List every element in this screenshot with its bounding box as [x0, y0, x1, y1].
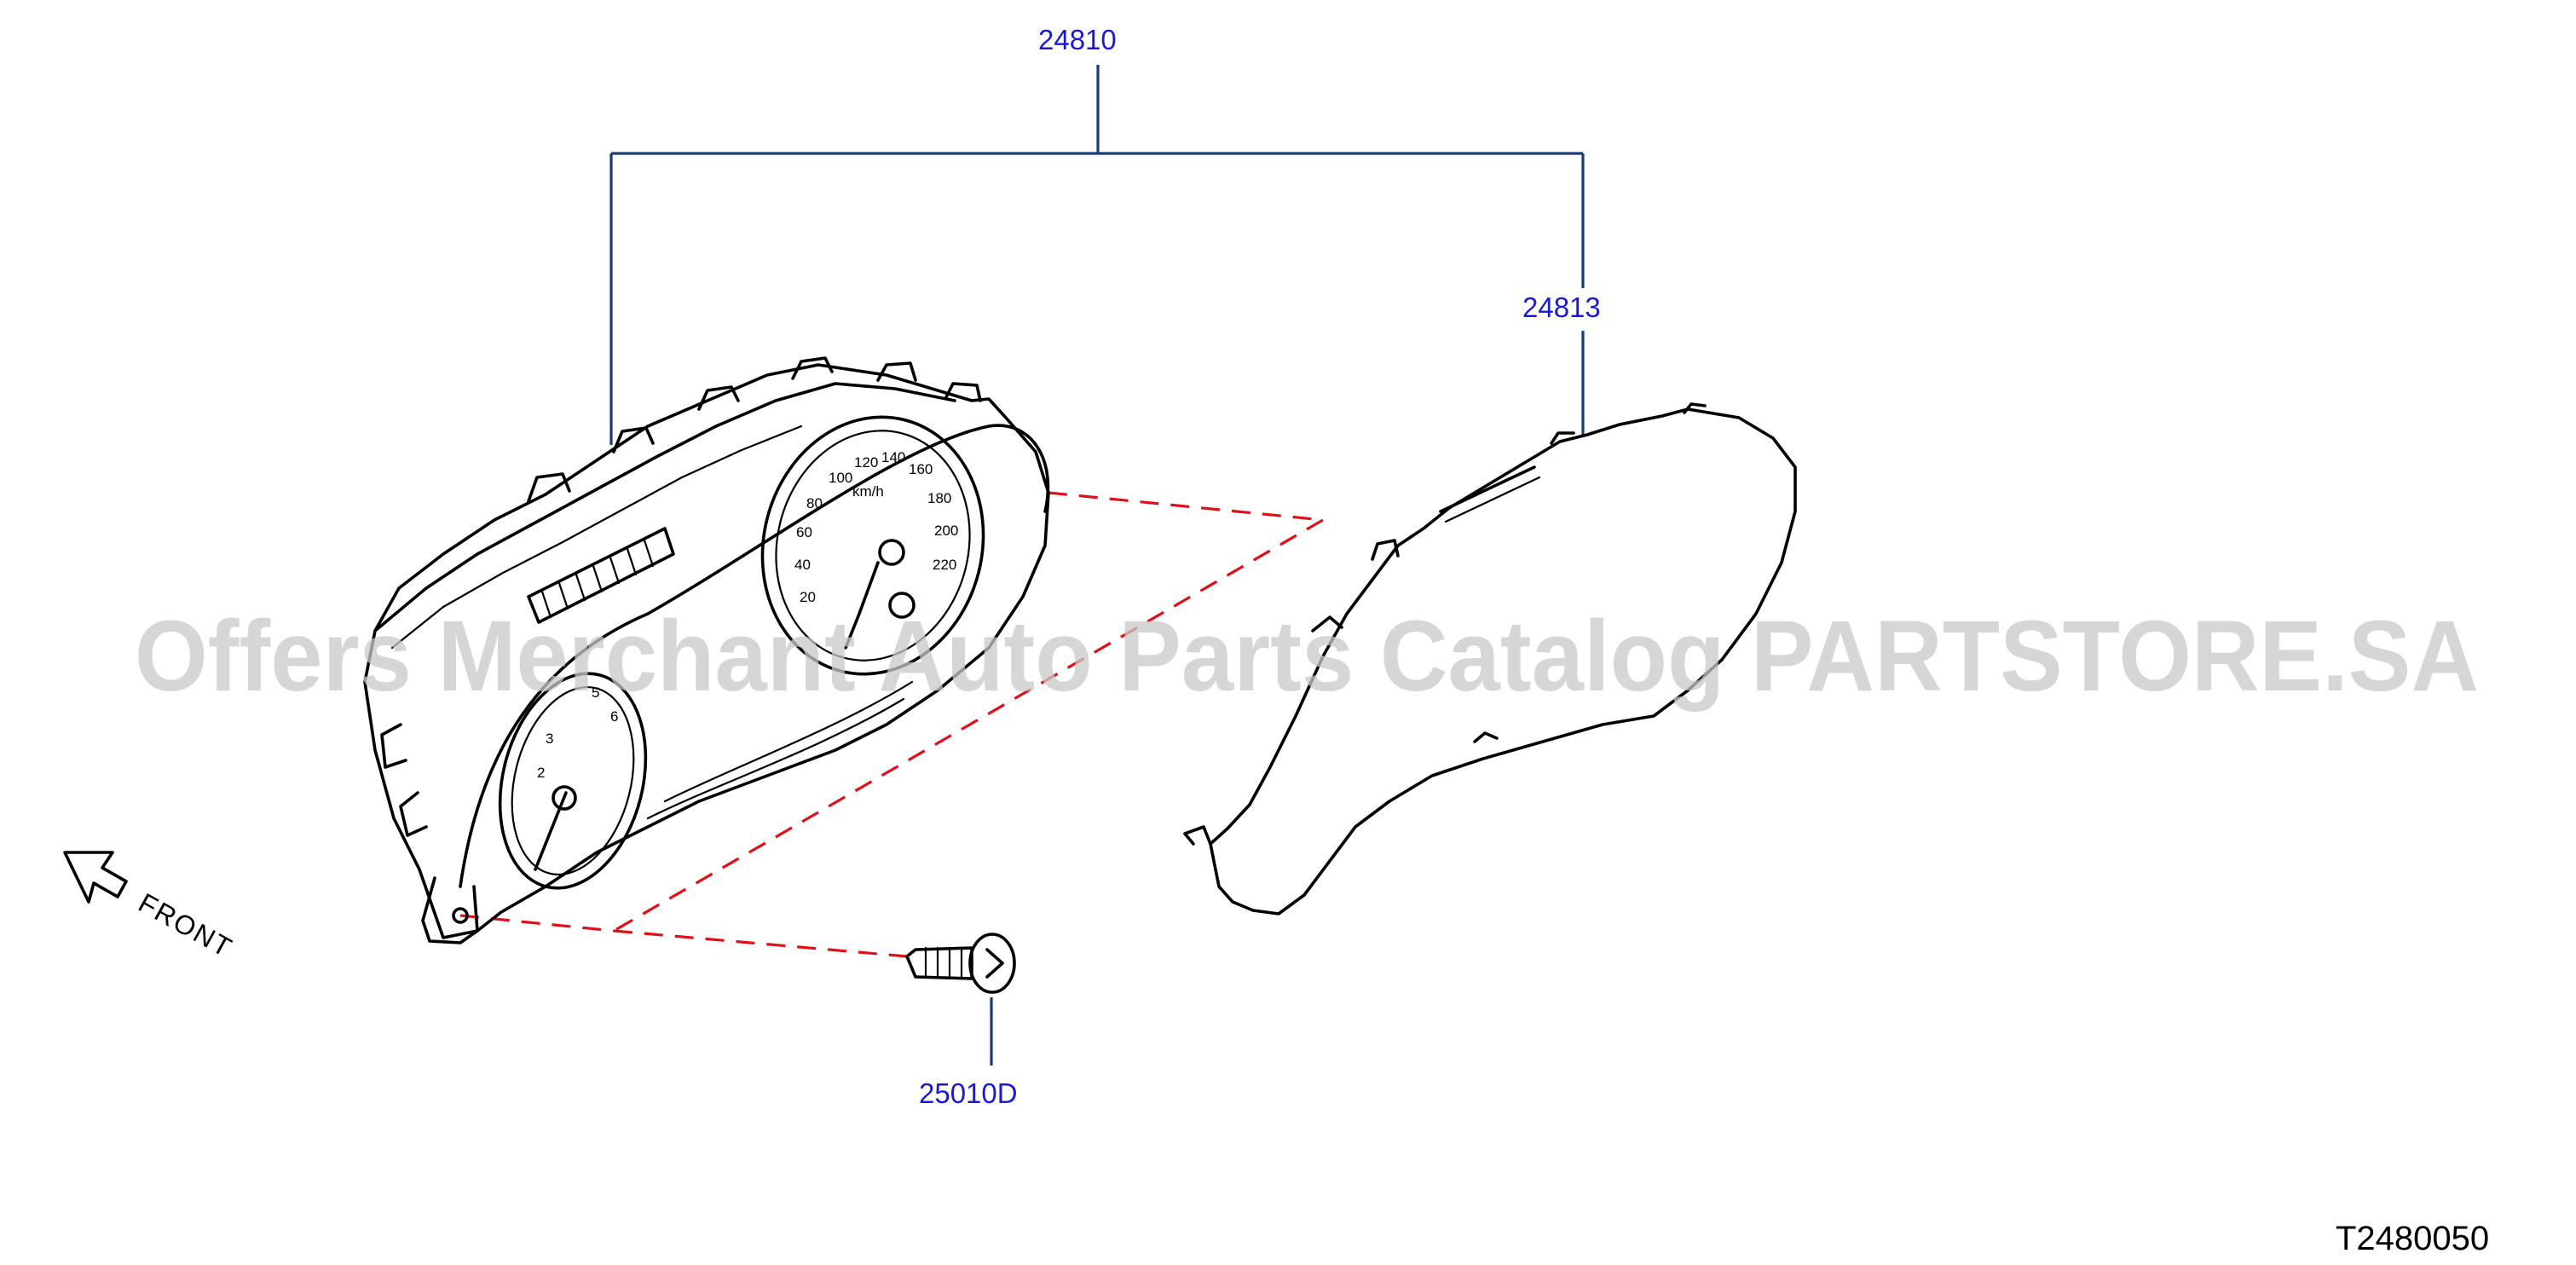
- callout-24810: 24810: [1038, 24, 1117, 55]
- speedo-label-120: 120: [854, 454, 878, 471]
- arrow-up-left-icon: [63, 851, 128, 904]
- speedo-label-40: 40: [794, 557, 811, 573]
- tacho-label-2: 2: [537, 765, 545, 781]
- tacho-label-6: 6: [610, 708, 618, 725]
- callout-labels: 24810 24813 25010D: [919, 24, 1601, 1109]
- combination-meter-assembly: 100 120 140 160 180 200 220 80 60 40 20 …: [363, 356, 1050, 944]
- dash-screw-hole: [459, 914, 615, 933]
- speedo-label-100: 100: [829, 470, 852, 486]
- speedo-label-80: 80: [806, 495, 823, 511]
- meter-lens-mask: [1183, 402, 1797, 916]
- tacho-label-3: 3: [546, 731, 553, 747]
- speedo-label-160: 160: [909, 461, 933, 477]
- speedo-label-60: 60: [796, 524, 812, 540]
- speedo-label-200: 200: [934, 523, 958, 539]
- speedometer-dial: [760, 415, 985, 676]
- tachometer-dial: [498, 672, 648, 890]
- leader-lines: [609, 65, 1585, 1066]
- watermark: Offers Merchant Auto Parts Catalog PARTS…: [135, 600, 2479, 713]
- dash-lens-top: [1048, 491, 1324, 522]
- speedo-label-180: 180: [927, 490, 951, 506]
- front-label: FRONT: [134, 887, 239, 964]
- front-direction-indicator: FRONT: [63, 851, 239, 964]
- mount-hole: [452, 907, 469, 924]
- speedo-numerals: 100 120 140 160 180 200 220 80 60 40 20 …: [794, 449, 958, 605]
- dash-screw-line: [613, 929, 908, 958]
- dash-lens-diagonal: [613, 518, 1324, 933]
- speedo-label-140: 140: [881, 449, 905, 465]
- tacho-label-5: 5: [592, 684, 599, 701]
- speedo-unit-label: km/h: [852, 483, 884, 500]
- speedo-label-220: 220: [933, 557, 956, 573]
- screw-part: [905, 933, 1016, 994]
- screw-head: [968, 933, 1016, 994]
- assembly-dashed-lines: [459, 491, 1324, 958]
- callout-25010D: 25010D: [919, 1077, 1018, 1109]
- speedo-label-20: 20: [800, 589, 816, 605]
- tacho-numerals: 5 6 3 2: [537, 684, 618, 781]
- diagram-reference: T2480050: [2336, 1220, 2489, 1257]
- callout-24813: 24813: [1522, 292, 1601, 323]
